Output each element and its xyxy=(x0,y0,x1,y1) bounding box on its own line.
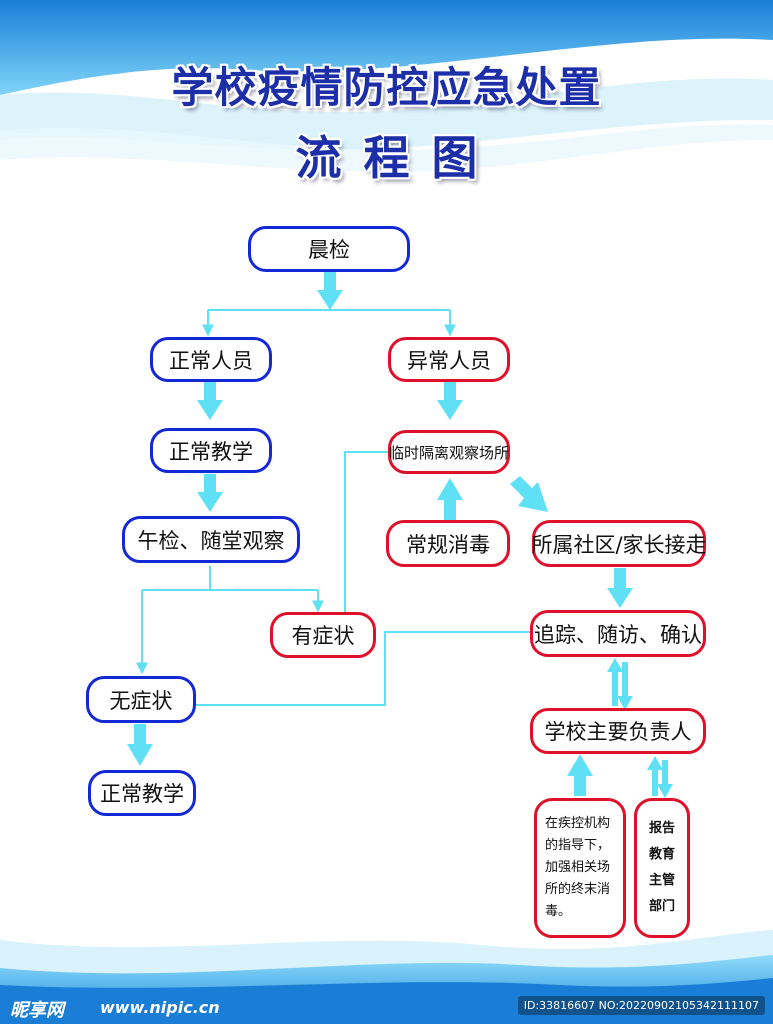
node-abnormal-person: 异常人员 xyxy=(388,337,510,382)
arrow-down-icon xyxy=(317,272,343,310)
arrow-down-icon xyxy=(197,382,223,420)
node-temp-isolation: 临时隔离观察场所 xyxy=(388,430,510,474)
node-routine-disinfection: 常规消毒 xyxy=(386,520,510,567)
arrow-down-icon xyxy=(437,382,463,420)
arrow-up-icon xyxy=(607,658,623,706)
page-subtitle: 流程图 xyxy=(295,131,500,185)
watermark-id: ID:33816607 NO:20220902105342111107 xyxy=(517,996,765,1015)
arrow-up-icon xyxy=(567,754,593,796)
node-noon-check: 午检、随堂观察 xyxy=(122,516,300,563)
arrow-up-icon xyxy=(437,478,463,520)
watermark-logo: 昵享网 xyxy=(10,1000,64,1021)
node-report-education: 报告教育主管部门 xyxy=(634,798,690,938)
arrow-down-icon xyxy=(657,760,673,798)
arrow-diagonal-icon xyxy=(510,476,548,512)
node-normal-teaching: 正常教学 xyxy=(150,428,272,473)
arrow-up-icon xyxy=(647,756,663,796)
arrow-down-icon xyxy=(197,474,223,512)
node-normal-teaching-2: 正常教学 xyxy=(88,770,196,816)
page-title: 学校疫情防控应急处置 xyxy=(171,63,602,112)
node-community-pickup: 所属社区/家长接走 xyxy=(531,520,707,567)
node-tracking: 追踪、随访、确认 xyxy=(530,610,706,657)
arrow-down-icon xyxy=(127,724,153,766)
node-school-leader: 学校主要负责人 xyxy=(530,708,706,754)
node-has-symptoms: 有症状 xyxy=(270,612,376,658)
node-normal-person: 正常人员 xyxy=(150,337,272,382)
node-no-symptoms: 无症状 xyxy=(86,676,196,723)
arrow-down-icon xyxy=(607,568,633,608)
node-morning-check: 晨检 xyxy=(248,226,410,272)
watermark-site: www.nipic.cn xyxy=(100,998,220,1017)
node-cdc-disinfection: 在疾控机构的指导下，加强相关场所的终末消毒。 xyxy=(534,798,626,938)
arrow-down-icon xyxy=(617,662,633,710)
